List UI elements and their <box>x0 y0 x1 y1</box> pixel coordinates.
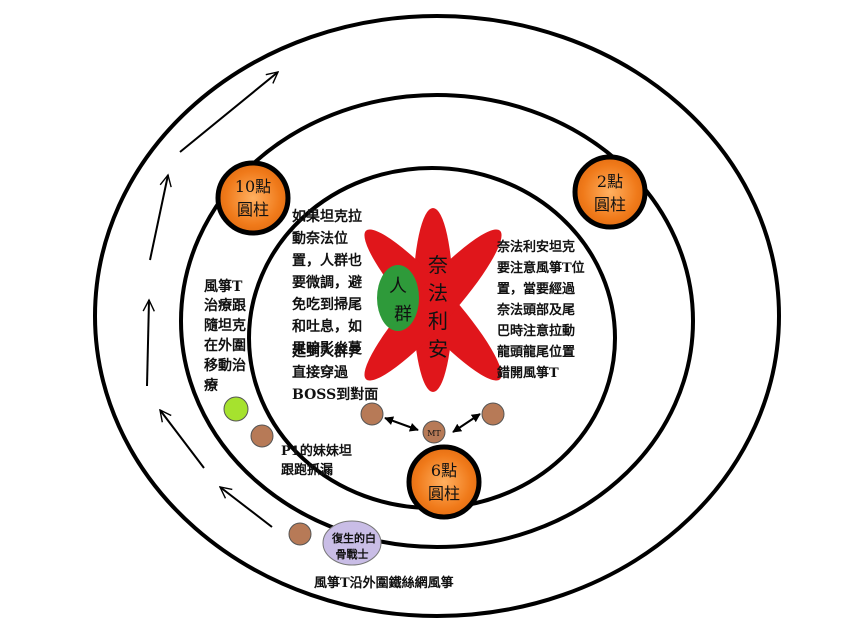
boss-name-char-3: 利 <box>428 309 448 333</box>
pillar-6: 6點 圓柱 <box>406 444 482 520</box>
skeleton-oval <box>322 520 382 566</box>
kite-tank <box>288 522 312 546</box>
pillar-10: 10點 圓柱 <box>215 160 291 236</box>
boss-name: 奈 法 利 安 <box>428 253 448 361</box>
crowd-char-1: 人 <box>389 276 407 297</box>
note-tank-right-line3: 置，當要經過 <box>497 281 576 297</box>
kite-arrow-3 <box>147 300 149 387</box>
pillar-6-circle <box>406 444 482 520</box>
note-p1-sister: P1的妹妹坦 跟跑抓漏 <box>281 443 352 478</box>
note-tank-move-line2: 動奈法位 <box>292 230 348 247</box>
pillar-2-circle <box>572 154 648 230</box>
note-kite-heal-line6: 療 <box>204 377 219 394</box>
note-tank-move: 如果坦克拉 動奈法位 置，人群也 要微調，避 免吃到掃尾 和吐息，如 果暗影炎蔓… <box>291 208 378 403</box>
crowd-oval <box>377 265 419 331</box>
kite-arrow-1 <box>220 487 273 528</box>
kite-healer <box>223 396 249 422</box>
note-tank-right-line2: 要注意風箏T位 <box>497 260 585 276</box>
note-tank-right: 奈法利安坦克 要注意風箏T位 置，當要經過 奈法頭部及尾 巴時注意拉動 龍頭龍尾… <box>496 239 585 381</box>
note-tank-move-line3: 置，人群也 <box>292 252 362 269</box>
pillar-6-label-line1: 6點 <box>431 461 457 480</box>
kite-arrow-5 <box>179 72 278 153</box>
pillar-10-circle <box>215 160 291 236</box>
boss-name-char-2: 法 <box>428 281 448 305</box>
pillar-10-label-line1: 10點 <box>235 177 271 196</box>
kite-arrow-2 <box>160 410 205 469</box>
note-tank-move-line6: 和吐息，如 <box>292 318 362 335</box>
skeleton-line1: 復生的白 <box>331 531 376 545</box>
note-tank-move-line1: 如果坦克拉 <box>292 208 362 225</box>
note-tank-right-line4: 奈法頭部及尾 <box>496 302 575 318</box>
pillar-2-label-line1: 2點 <box>597 172 623 191</box>
skeleton-line2: 骨戰士 <box>336 547 369 561</box>
note-p1-sister-line1: P1的妹妹坦 <box>281 443 352 459</box>
note-tank-move-line8: 延到人群， <box>291 343 362 360</box>
crowd-char-2: 群 <box>394 304 412 325</box>
boss-petal-diag-2 <box>364 229 502 381</box>
note-tank-right-line7: 錯開風箏T <box>497 365 559 381</box>
note-tank-move-line4: 要微調，避 <box>292 274 362 291</box>
boss-name-char-4: 安 <box>428 337 448 361</box>
main-tank-label: MT <box>427 429 441 438</box>
tank-group: MT <box>360 402 505 444</box>
note-kite-heal-line5: 移動治 <box>204 357 246 374</box>
kite-path-arrows <box>147 72 278 528</box>
main-tank <box>422 420 446 444</box>
note-tank-right-line6: 龍頭龍尾位置 <box>497 344 575 360</box>
kite-arrow-4 <box>149 175 168 261</box>
note-kite-heal-line4: 在外圍 <box>204 337 246 354</box>
note-tank-move-line10: BOSS到對面 <box>292 386 378 403</box>
crowd-marker: 人 群 <box>377 265 419 331</box>
note-kite-heal-line1: 風箏T <box>204 278 243 295</box>
pillar-10-label-line2: 圓柱 <box>237 200 269 219</box>
note-kite-heal-line2: 治療跟 <box>204 297 247 314</box>
swap-arrow-left <box>384 416 419 432</box>
pillar-2: 2點 圓柱 <box>572 154 648 230</box>
resurrected-skeleton: 復生的白 骨戰士 <box>322 520 382 566</box>
pillar-2-label-line2: 圓柱 <box>594 195 626 214</box>
note-p1-sister-line2: 跟跑抓漏 <box>281 462 333 478</box>
note-kite-heal-line3: 隨坦克 <box>204 317 246 334</box>
note-tank-move-line9: 直接穿過 <box>292 364 349 381</box>
swap-arrow-right <box>452 413 481 433</box>
note-tank-right-line1: 奈法利安坦克 <box>496 239 575 255</box>
offtank-left <box>360 402 384 426</box>
middle-ring <box>179 93 695 549</box>
pillar-6-label-line2: 圓柱 <box>428 484 460 503</box>
note-kite-heal: 風箏T 治療跟 隨坦克 在外圍 移動治 療 <box>204 278 247 394</box>
note-tank-right-line5: 巴時注意拉動 <box>497 323 575 339</box>
note-tank-move-line5: 免吃到掃尾 <box>292 296 362 313</box>
caption-kite-along-fence: 風箏T沿外圍鐵絲網風箏 <box>314 575 454 591</box>
outer-ring <box>93 14 781 618</box>
p1-sister-tank <box>250 424 274 448</box>
offtank-right <box>481 402 505 426</box>
boss-name-char-1: 奈 <box>428 253 448 277</box>
note-tank-move-line7: 果暗影炎蔓 <box>291 340 363 357</box>
